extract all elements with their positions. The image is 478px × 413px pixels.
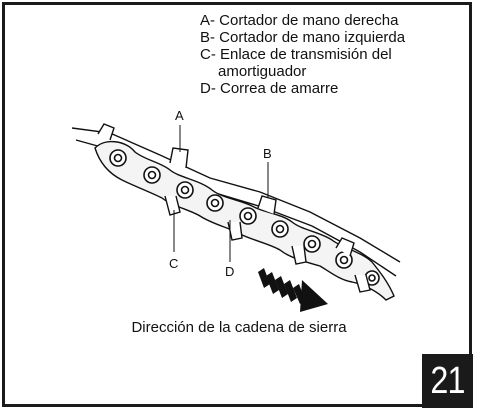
legend-item-b: B- Cortador de mano izquierda [200, 29, 406, 46]
legend-item-a: A- Cortador de mano derecha [200, 12, 399, 29]
legend-item-c-cont: amortiguador [218, 63, 307, 80]
callout-c: C [169, 256, 178, 271]
legend-item-c: C- Enlace de transmisión del [200, 46, 392, 63]
dashed-arrow-icon [258, 268, 328, 312]
callout-d: D [225, 264, 234, 279]
callout-a: A [175, 108, 184, 123]
callout-leaders [173, 125, 269, 262]
figure-frame [2, 2, 472, 407]
direction-caption: Dirección de la cadena de sierra [131, 319, 347, 336]
legend-item-d: D- Correa de amarre [200, 80, 339, 97]
callout-b: B [263, 146, 272, 161]
legend: A- Cortador de mano derecha B- Cortador … [200, 12, 405, 97]
saw-chain [71, 123, 401, 301]
figure-number: 21 [422, 354, 473, 408]
